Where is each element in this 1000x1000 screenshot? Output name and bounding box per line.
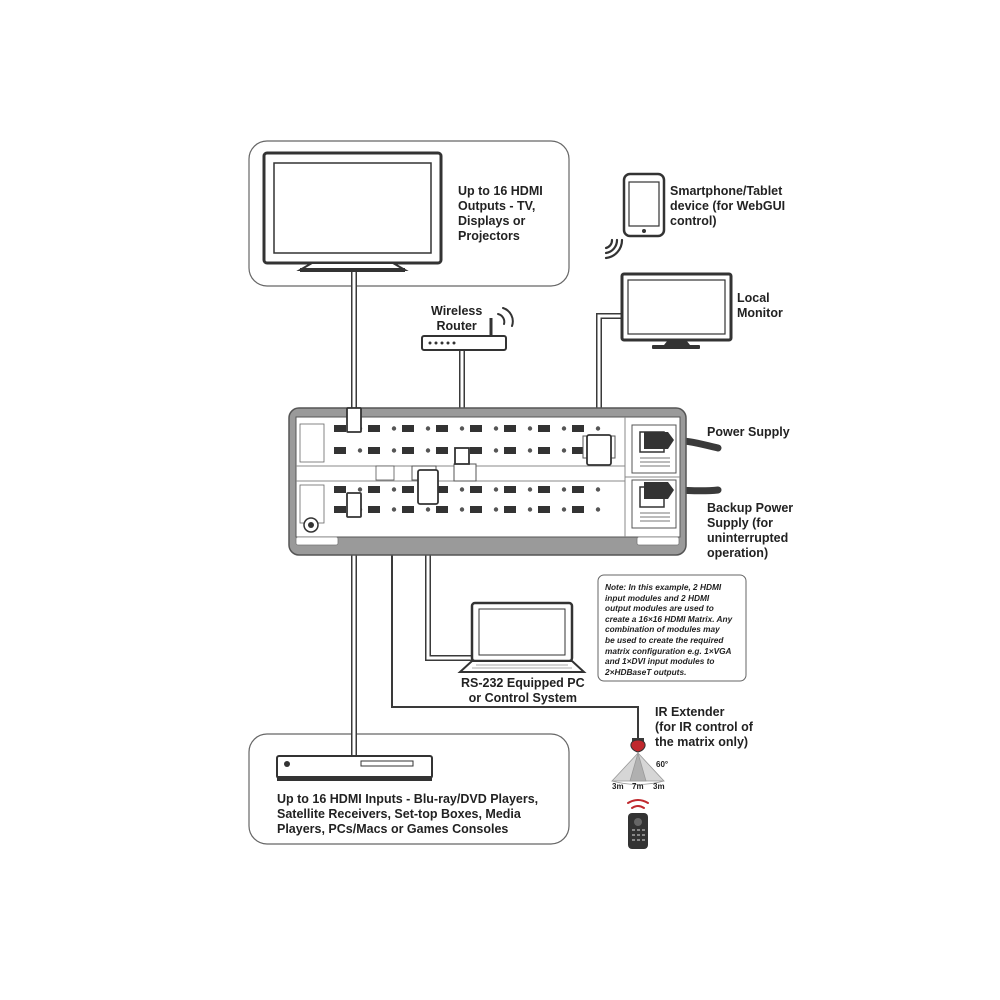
port-screw: [425, 507, 431, 512]
port-screw: [459, 426, 465, 431]
laptop-icon: [457, 601, 587, 673]
port-screw: [425, 448, 431, 453]
port-screw: [459, 507, 465, 512]
hdmi-port: [436, 425, 448, 432]
hdmi-port: [538, 447, 550, 454]
port-screw: [459, 487, 465, 492]
port-screw: [561, 487, 567, 492]
hdmi-port: [470, 425, 482, 432]
port-screw: [391, 448, 397, 453]
port-screw: [595, 426, 601, 431]
hdmi-port: [470, 486, 482, 493]
port-screw: [425, 426, 431, 431]
cable-plugs: [346, 407, 612, 518]
hdmi-port: [402, 486, 414, 493]
note-box: [597, 574, 747, 682]
matrix-ports: [334, 425, 601, 513]
port-screw: [391, 507, 397, 512]
power-plug-icon: [644, 432, 674, 499]
port-screw: [527, 426, 533, 431]
ir-range-right-label: 3m: [653, 782, 665, 791]
hdmi-port: [504, 486, 516, 493]
port-screw: [493, 507, 499, 512]
hdmi-port: [572, 425, 584, 432]
hdmi-port: [504, 425, 516, 432]
local-monitor-label: Local Monitor: [737, 291, 783, 320]
hdmi-port: [334, 486, 346, 493]
hdmi-port: [538, 486, 550, 493]
hdmi-port: [572, 447, 584, 454]
port-screw: [595, 487, 601, 492]
hdmi-port: [538, 506, 550, 513]
port-screw: [527, 487, 533, 492]
port-screw: [493, 426, 499, 431]
port-screw: [391, 487, 397, 492]
hdmi-port: [470, 506, 482, 513]
wifi-waves-icon: [604, 238, 624, 260]
port-screw: [561, 426, 567, 431]
port-screw: [357, 487, 363, 492]
outputs-label: Up to 16 HDMI Outputs - TV, Displays or …: [458, 184, 543, 243]
hdmi-port: [436, 486, 448, 493]
remote-control-icon: [628, 813, 648, 849]
port-screw: [527, 448, 533, 453]
backup-power-label: Backup Power Supply (for uninterrupted o…: [707, 501, 794, 560]
ir-extender-icon: [630, 738, 646, 753]
hdmi-port: [368, 486, 380, 493]
port-screw: [493, 448, 499, 453]
ir-range-cone: [611, 751, 665, 785]
hdmi-port: [368, 425, 380, 432]
hdmi-port: [572, 506, 584, 513]
port-screw: [595, 507, 601, 512]
hdmi-port: [436, 447, 448, 454]
hdmi-port: [402, 447, 414, 454]
router-label: Wireless Router: [431, 304, 483, 333]
pc-label: RS-232 Equipped PC or Control System: [461, 676, 585, 705]
tv-icon: [262, 151, 443, 272]
smartphone-icon: [622, 172, 666, 238]
hdmi-port: [334, 506, 346, 513]
port-screw: [391, 426, 397, 431]
hdmi-port: [402, 506, 414, 513]
inputs-label: Up to 16 HDMI Inputs - Blu-ray/DVD Playe…: [277, 792, 539, 836]
local-monitor-icon: [620, 272, 733, 349]
ir-range-center-label: 7m: [632, 782, 644, 791]
hdmi-port: [572, 486, 584, 493]
hdmi-port: [436, 506, 448, 513]
power-supply-label: Power Supply: [707, 425, 790, 439]
port-screw: [527, 507, 533, 512]
port-screw: [357, 448, 363, 453]
ir-signal-waves-icon: [627, 799, 649, 809]
hdmi-port: [368, 447, 380, 454]
ir-extender-label: IR Extender (for IR control of the matri…: [655, 705, 753, 749]
note-text: Note: In this example, 2 HDMI input modu…: [605, 582, 733, 677]
port-screw: [561, 448, 567, 453]
hdmi-port: [334, 425, 346, 432]
port-screw: [561, 507, 567, 512]
hdmi-port: [470, 447, 482, 454]
hdmi-port: [402, 425, 414, 432]
port-screw: [493, 487, 499, 492]
ir-angle-label: 60°: [656, 760, 669, 769]
hdmi-port: [504, 447, 516, 454]
ir-range-left-label: 3m: [612, 782, 624, 791]
hdmi-port: [368, 506, 380, 513]
hdmi-port: [538, 425, 550, 432]
wireless-router-icon: [421, 307, 514, 351]
hdmi-port: [504, 506, 516, 513]
media-player-icon: [276, 755, 433, 781]
smartphone-label: Smartphone/Tablet device (for WebGUI con…: [670, 184, 786, 228]
hdmi-port: [334, 447, 346, 454]
